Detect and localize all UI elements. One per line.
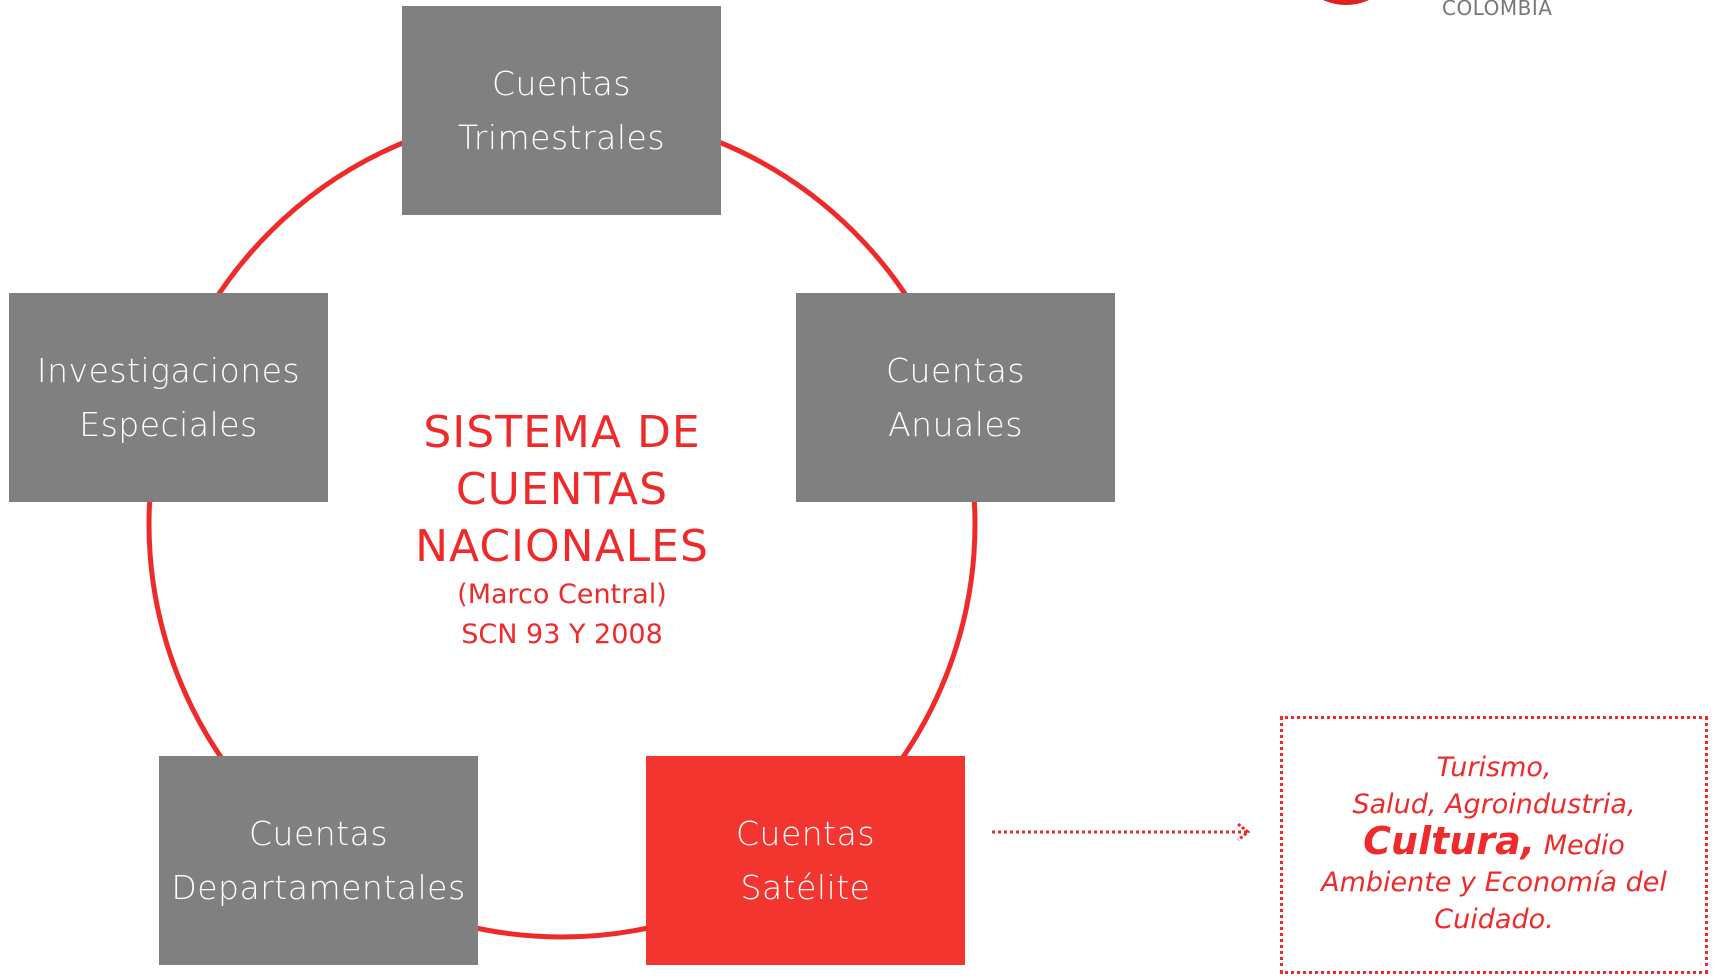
node-label: Cuentas — [491, 63, 631, 103]
examples-line: Salud, Agroindustria, — [1352, 789, 1636, 820]
logo-text: COLOMBIA — [1442, 0, 1553, 20]
node-label: Trimestrales — [457, 117, 666, 157]
node-label: Anuales — [888, 404, 1023, 444]
center-title-line: NACIONALES — [415, 521, 709, 572]
satellite-accounts-examples-box: Turismo, Salud, Agroindustria, Cultura, … — [1280, 716, 1708, 974]
examples-line: Medio — [1535, 830, 1625, 861]
node-label: Cuentas — [735, 813, 876, 853]
node-label: Especiales — [79, 404, 258, 444]
node-label: Departamentales — [171, 867, 466, 907]
dotted-arrow — [992, 822, 1251, 842]
examples-line: Ambiente y Economía del — [1321, 867, 1667, 898]
center-code: SCN 93 Y 2008 — [461, 619, 663, 650]
examples-line: Cuidado. — [1434, 904, 1554, 935]
center-title-line: SISTEMA DE — [423, 407, 701, 458]
center-title-block: SISTEMA DE CUENTAS NACIONALES (Marco Cen… — [376, 404, 748, 655]
node-label: Cuentas — [885, 350, 1026, 390]
logo-ring-icon — [1323, 0, 1369, 5]
examples-line: Turismo, — [1436, 752, 1552, 783]
node-label: Investigaciones — [36, 350, 301, 390]
center-title-line: CUENTAS — [455, 464, 669, 515]
node-label: Cuentas — [248, 813, 389, 853]
examples-line-highlight: Cultura, Medio — [1283, 822, 1705, 864]
center-subtitle: (Marco Central) — [457, 579, 667, 610]
node-label: Satélite — [740, 867, 871, 907]
examples-highlight: Cultura, — [1363, 819, 1536, 863]
